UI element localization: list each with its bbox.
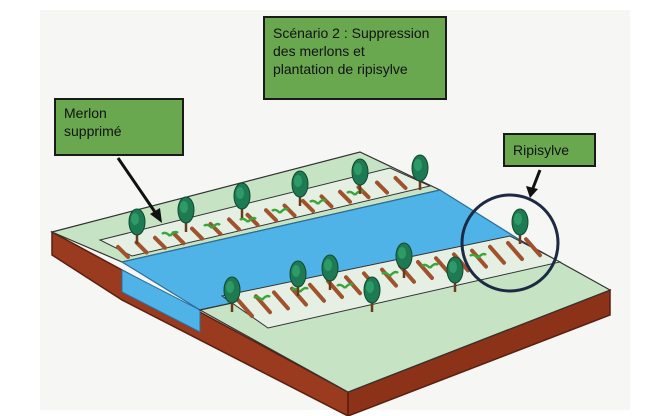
furrow: [190, 226, 204, 241]
tree-icon: [321, 254, 339, 290]
furrow: [254, 294, 272, 315]
crop-sprout-icon: [271, 207, 289, 214]
ripisylve-label: Ripisylve: [503, 133, 596, 167]
tree-icon: [511, 208, 529, 244]
furrow: [319, 194, 334, 209]
crop-sprout-icon: [469, 252, 487, 259]
tree-icon: [223, 276, 241, 312]
furrow: [488, 244, 506, 265]
furrow: [171, 231, 186, 246]
merlon-label: Merlon supprimé: [54, 98, 184, 156]
furrow: [506, 241, 524, 261]
tree-icon: [446, 256, 464, 292]
furrow: [290, 286, 308, 307]
river-front-face: [121, 269, 201, 333]
furrow: [393, 176, 408, 190]
tree-icon: [363, 276, 381, 312]
crop-sprout-icon: [239, 216, 257, 223]
furrow: [416, 260, 434, 280]
crop-sprout-icon: [253, 294, 271, 301]
tree-icon: [177, 196, 195, 232]
crop-sprout-icon: [309, 198, 327, 205]
furrow: [524, 237, 542, 258]
furrow: [116, 245, 130, 259]
furrow: [338, 189, 352, 204]
furrow: [245, 212, 260, 227]
furrow: [282, 203, 297, 218]
crop-sprout-icon: [381, 270, 399, 277]
tree-icon: [233, 182, 251, 218]
crop-sprout-icon: [161, 230, 179, 237]
crop-sprout-icon: [203, 222, 221, 229]
tree-icon: [351, 158, 369, 194]
furrow: [344, 275, 362, 296]
tree-icon: [395, 242, 413, 278]
crop-sprout-icon: [421, 262, 439, 269]
arrow-icon: [526, 169, 542, 198]
tree-icon: [291, 170, 309, 206]
tree-icon: [411, 154, 429, 190]
scenario-title-label: Scénario 2 : Suppression des merlons et …: [263, 16, 447, 100]
furrows-back: [116, 176, 408, 259]
furrow: [308, 282, 326, 303]
trees: [128, 154, 529, 312]
highlight-circle: [460, 193, 560, 293]
tree-icon: [128, 208, 146, 244]
furrow: [236, 298, 254, 318]
furrow: [301, 199, 315, 213]
furrow: [375, 180, 389, 195]
arrow-icon: [116, 157, 162, 223]
furrow: [153, 235, 167, 250]
furrow: [134, 240, 149, 255]
tree-icon: [289, 260, 307, 296]
crop-sprouts: [161, 189, 487, 301]
furrow: [208, 222, 223, 236]
crop-sprout-icon: [336, 282, 354, 289]
furrow: [227, 217, 241, 232]
furrow: [264, 208, 278, 223]
furrow: [272, 290, 290, 311]
